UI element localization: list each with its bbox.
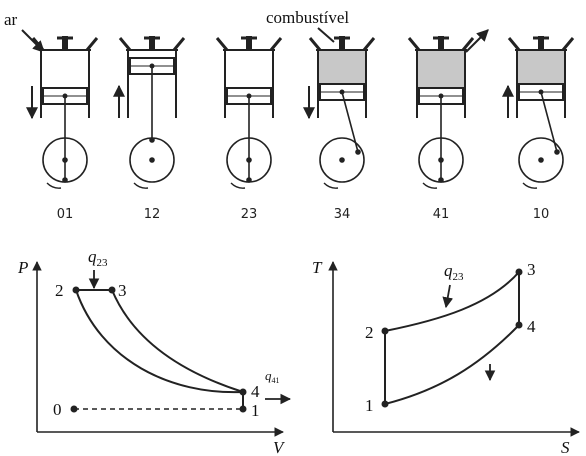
air-label: ar bbox=[4, 10, 18, 29]
pv-curve-12 bbox=[75, 289, 244, 394]
cylinder-charge bbox=[129, 51, 175, 58]
pv-diagram: P V 0 1 2 3 4 q23 q41 bbox=[17, 247, 292, 456]
stroke-label-41: 41 bbox=[433, 207, 450, 222]
engine-34: 34 bbox=[303, 36, 376, 222]
intake-valve bbox=[31, 37, 45, 51]
spark-plug bbox=[246, 36, 252, 50]
pv-heat-in-label: q23 bbox=[88, 247, 108, 269]
spark-plug bbox=[62, 36, 68, 50]
pv-point-0-label: 0 bbox=[53, 400, 62, 419]
rotation-arrow bbox=[422, 182, 438, 189]
pv-point-1-label: 1 bbox=[251, 401, 260, 420]
ts-heat-in-arrow bbox=[442, 284, 454, 309]
pv-point-3 bbox=[108, 286, 116, 294]
intake-valve bbox=[215, 37, 229, 51]
rotation-arrow bbox=[133, 182, 149, 189]
ts-point-3 bbox=[515, 268, 523, 276]
ts-point-1-label: 1 bbox=[365, 396, 374, 415]
stroke-label-12: 12 bbox=[144, 207, 161, 222]
spark-plug bbox=[438, 36, 444, 50]
pv-heat-out-label: q41 bbox=[265, 368, 280, 385]
connecting-rod bbox=[341, 91, 359, 153]
pv-point-4-label: 4 bbox=[251, 382, 260, 401]
rotation-arrow bbox=[230, 182, 246, 189]
crank-center bbox=[339, 157, 345, 163]
connecting-rod bbox=[540, 91, 558, 153]
pv-point-2-label: 2 bbox=[55, 281, 64, 300]
ts-x-axis-label: S bbox=[561, 438, 570, 456]
pv-point-1 bbox=[239, 405, 247, 413]
ts-point-1 bbox=[381, 400, 389, 408]
engine-41: 41 bbox=[407, 36, 475, 222]
stroke-label-10: 10 bbox=[533, 207, 550, 222]
rotation-arrow bbox=[46, 182, 62, 189]
stroke-label-01: 01 bbox=[57, 207, 74, 222]
ts-diagram: T S 1 2 3 4 q23 bbox=[312, 258, 580, 456]
ts-y-axis-label: T bbox=[312, 258, 323, 277]
ts-point-4-label: 4 bbox=[527, 317, 536, 336]
exhaust-valve bbox=[269, 37, 283, 51]
crank-wheel bbox=[319, 137, 365, 183]
pv-point-3-label: 3 bbox=[118, 281, 127, 300]
spark-plug bbox=[538, 36, 544, 50]
fuel-arrow bbox=[317, 27, 335, 43]
pv-point-2 bbox=[72, 286, 80, 294]
exhaust-valve bbox=[85, 37, 99, 51]
pv-point-0 bbox=[70, 405, 78, 413]
intake-valve bbox=[118, 37, 132, 51]
spark-plug bbox=[339, 36, 345, 50]
cylinder-charge bbox=[319, 51, 365, 84]
ts-heat-in-label: q23 bbox=[444, 261, 464, 283]
crank-wheel bbox=[518, 137, 564, 183]
pv-curve-34 bbox=[111, 289, 244, 393]
cylinder-charge bbox=[42, 51, 88, 88]
exhaust-valve bbox=[561, 37, 575, 51]
spark-plug bbox=[149, 36, 155, 50]
intake-valve bbox=[507, 37, 521, 51]
stroke-label-23: 23 bbox=[241, 207, 258, 222]
intake-valve bbox=[308, 37, 322, 51]
exhaust-valve bbox=[172, 37, 186, 51]
stroke-label-34: 34 bbox=[334, 207, 351, 222]
crank-center bbox=[149, 157, 155, 163]
cylinder-charge bbox=[418, 51, 464, 88]
cylinder-charge bbox=[226, 51, 272, 88]
engine-stroke-sequence: 01 12 23 34 41 10 bbox=[26, 36, 575, 222]
pv-point-4 bbox=[239, 388, 247, 396]
engine-01: 01 bbox=[26, 36, 99, 222]
ts-point-3-label: 3 bbox=[527, 260, 536, 279]
pv-x-axis-label: V bbox=[273, 438, 286, 456]
ts-point-4 bbox=[515, 321, 523, 329]
ts-curve-23 bbox=[384, 271, 520, 332]
rotation-arrow bbox=[522, 182, 538, 189]
exhaust-valve bbox=[362, 37, 376, 51]
ts-point-2 bbox=[381, 327, 389, 335]
ts-point-2-label: 2 bbox=[365, 323, 374, 342]
ts-curve-41 bbox=[384, 324, 520, 405]
exhaust-arrow bbox=[465, 29, 489, 53]
engine-12: 12 bbox=[113, 36, 186, 222]
rotation-arrow bbox=[323, 182, 339, 189]
cylinder-charge bbox=[518, 51, 564, 84]
intake-valve bbox=[407, 37, 421, 51]
engine-10: 10 bbox=[502, 36, 575, 222]
engine-23: 23 bbox=[215, 36, 283, 222]
crank-center bbox=[538, 157, 544, 163]
fuel-label: combustível bbox=[266, 8, 349, 27]
pv-y-axis-label: P bbox=[17, 258, 28, 277]
exhaust-valve bbox=[461, 37, 475, 51]
